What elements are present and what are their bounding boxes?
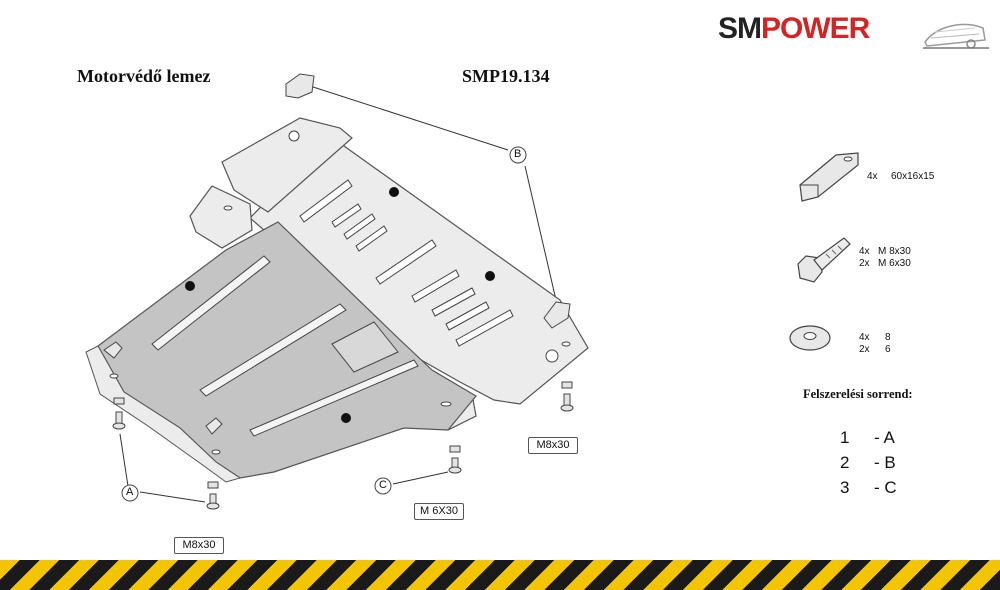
mounting-brackets [103,73,571,435]
hw-qty: 4x [859,246,870,257]
callout-c: C [379,479,387,491]
hardware-bolt-spec: 4x M 8x30 2x M 6x30 [859,246,911,270]
step-label: - C [874,478,897,497]
bolt-label-left: M8x30 [174,537,224,554]
logo-part-sm: SM [718,12,762,45]
callout-a: A [126,486,134,498]
hw-qty: 4x [859,332,870,343]
dark-panel-slots [151,255,419,437]
hw-spec: 6 [885,344,891,355]
hw-spec: 60x16x15 [891,171,935,182]
light-panel-slots [299,179,514,347]
hw-spec: M 6x30 [878,258,911,269]
hardware-washer-spec: 4x 8 2x 6 [859,332,891,356]
step-number: 2 [840,453,850,472]
bolt-icon [797,237,851,283]
step-number: 3 [840,478,850,497]
part-code: SMP19.134 [462,66,550,86]
bolts [112,381,574,510]
plate-holes [185,187,495,423]
leader-lines [119,85,557,503]
logo-car-icon [923,23,989,49]
hw-spec: 8 [885,332,891,343]
sequence-title: Felszerelési sorrend: [803,387,913,401]
step-label: - A [874,428,895,447]
callout-a-circle [121,484,139,502]
sequence-step: 2 - B [840,453,896,473]
hazard-stripe [0,560,1000,590]
bolt-label-right: M8x30 [528,437,578,454]
bolt-label-center: M 6X30 [414,503,464,520]
skid-plate-diagram [85,73,589,510]
logo-part-power: POWER [761,12,870,45]
hw-spec: M 8x30 [878,246,911,257]
diagram-title: Motorvédő lemez [77,66,211,86]
step-label: - B [874,453,896,472]
washer-icon [789,325,831,351]
step-number: 1 [840,428,850,447]
callout-b: B [514,148,522,160]
bracket-icon [799,152,859,202]
smpower-logo: SMPOWER [718,12,990,52]
hardware-bracket-spec: 4x 60x16x15 [867,171,934,183]
sequence-step: 1 - A [840,428,895,448]
callout-b-circle [509,146,527,164]
hw-qty: 2x [859,344,870,355]
hw-qty: 4x [867,171,878,182]
hw-qty: 2x [859,258,870,269]
callout-c-circle [374,477,392,495]
sequence-step: 3 - C [840,478,897,498]
